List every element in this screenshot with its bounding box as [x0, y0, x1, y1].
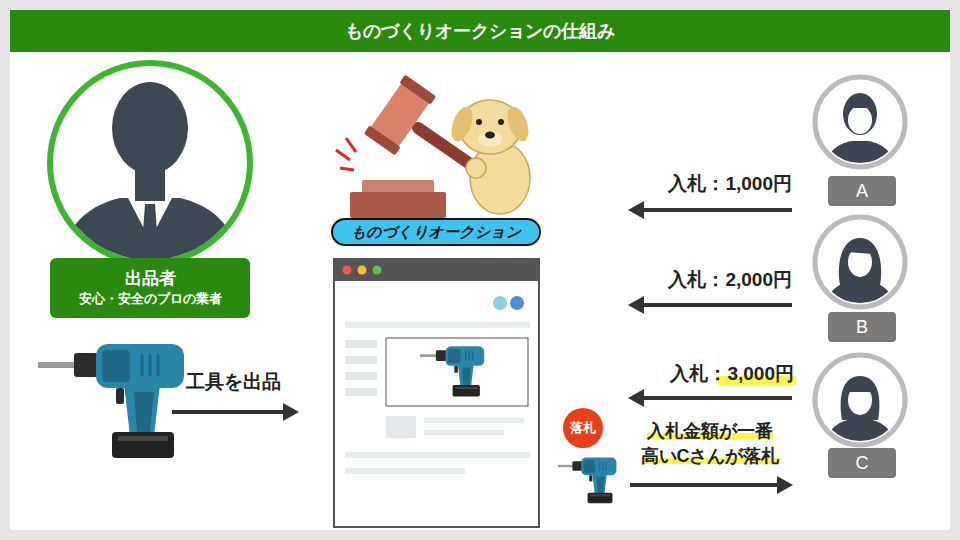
- bid-label: 入札：3,000円: [670, 362, 794, 386]
- node-heading: A: [856, 180, 868, 202]
- bidder-tag: A: [828, 176, 896, 206]
- node-subtext: 安心・安全のプロの業者: [79, 290, 222, 308]
- title-text: ものづくりオークションの仕組み: [345, 19, 615, 43]
- node-heading: 出品者: [125, 268, 176, 290]
- bidder-tag: C: [828, 448, 896, 478]
- bid-label: 入札：1,000円: [668, 172, 792, 196]
- win-badge: 落札: [563, 408, 603, 448]
- node-heading: C: [856, 452, 869, 474]
- result-callout: 入札金額が一番 高いCさんが落札: [641, 421, 780, 466]
- bid-label: 入札：2,000円: [668, 268, 792, 292]
- action-label: 工具を出品: [186, 370, 281, 394]
- node-heading: ものづくりオークション: [351, 222, 522, 242]
- title-band: ものづくりオークションの仕組み: [10, 10, 950, 52]
- callout-box: 入札金額が一番 高いCさんが落札: [612, 419, 808, 469]
- bidder-tag: B: [828, 312, 896, 342]
- node-heading: B: [856, 316, 868, 338]
- seller-box: 出品者安心・安全のプロの業者: [50, 258, 250, 318]
- node-heading: 落札: [570, 420, 596, 436]
- logo-badge: ものづくりオークション: [331, 218, 541, 246]
